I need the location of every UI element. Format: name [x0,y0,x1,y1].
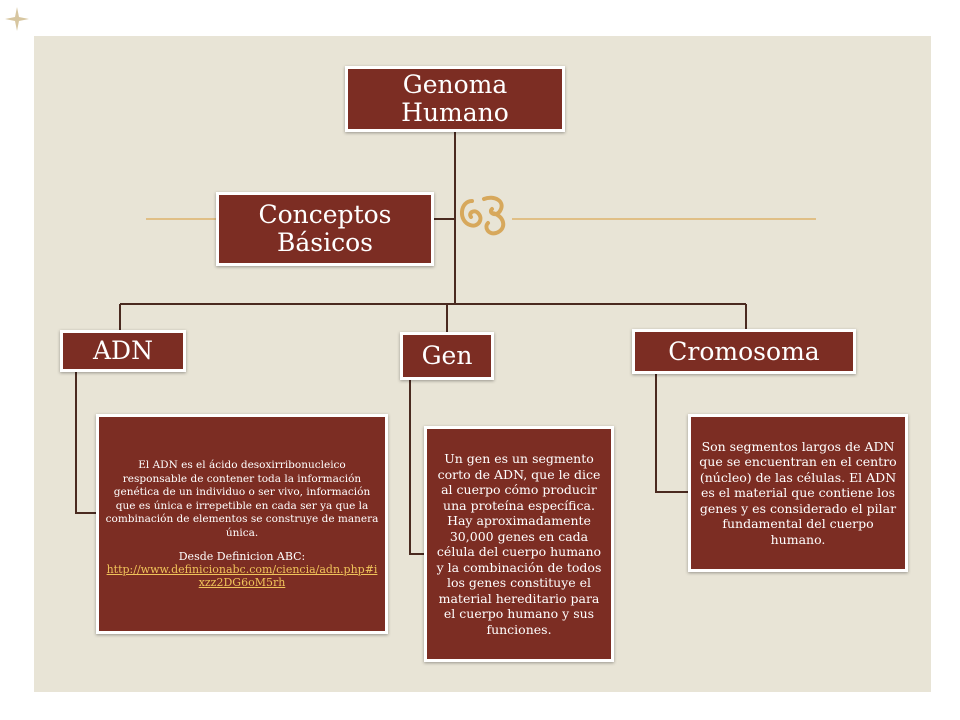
node-gen: Gen [400,332,494,380]
elbow-gen [409,379,426,555]
node-gen-title: Gen [421,341,473,370]
description-adn-source-label: Desde Definicion ABC: [178,550,306,563]
node-cromosoma: Cromosoma [632,329,856,374]
node-conceptos-basicos-line2: Básicos [277,228,373,257]
description-gen: Un gen es un segmento corto de ADN, que … [424,426,614,662]
description-cromosoma-text: Son segmentos largos de ADN que se encue… [699,438,897,547]
elbow-adn [75,372,98,514]
node-conceptos-basicos: Conceptos Básicos [216,192,434,266]
sparkle-icon [5,7,29,31]
description-gen-text: Un gen es un segmento corto de ADN, que … [436,451,602,637]
node-adn-title: ADN [93,336,153,365]
description-adn-text: El ADN es el ácido desoxirribonucleico r… [105,459,379,539]
description-adn: El ADN es el ácido desoxirribonucleico r… [96,414,388,634]
description-adn-source-link[interactable]: http://www.definicionabc.com/ciencia/adn… [106,563,378,589]
node-genoma-humano-line2: Humano [401,98,509,127]
node-adn: ADN [60,330,186,372]
node-genoma-humano: Genoma Humano [345,66,565,132]
node-cromosoma-title: Cromosoma [668,336,820,366]
elbow-cromosoma [655,373,690,493]
slide: Genoma Humano Conceptos Básicos ADN Gen … [34,36,931,692]
node-conceptos-basicos-line1: Conceptos [258,200,392,229]
connector-lines [75,130,816,555]
scroll-ornament-icon [460,195,506,236]
description-cromosoma: Son segmentos largos de ADN que se encue… [688,414,908,572]
node-genoma-humano-line1: Genoma [402,70,508,99]
